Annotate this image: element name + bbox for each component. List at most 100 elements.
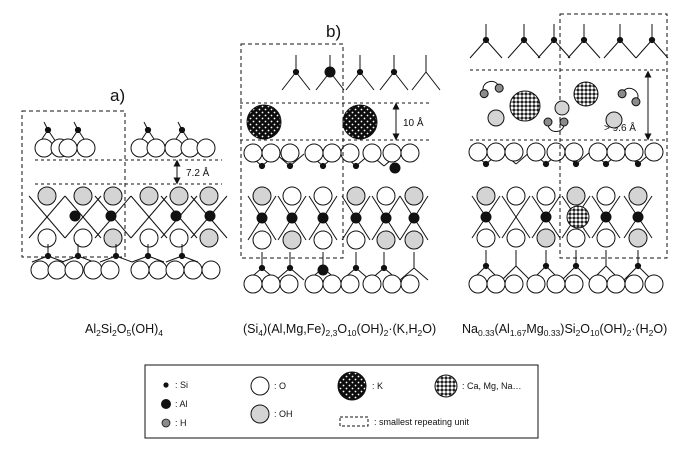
hydrogen-atom: [494, 83, 504, 93]
layer-separators: [35, 69, 668, 185]
illite-structure: [243, 55, 441, 294]
oxygen-atom: [506, 186, 526, 206]
oxygen-atom: [566, 228, 586, 248]
oxygen-atom: [322, 143, 342, 163]
water-molecule: [479, 80, 504, 99]
silicon-atom: [178, 126, 186, 134]
legend-box: [144, 364, 539, 439]
interlayer-cation: [509, 90, 541, 122]
oxygen-atom: [644, 142, 664, 162]
legend: : Si : Al : H : O : OH : K : Ca, Mg, Na……: [144, 364, 539, 439]
legend-al-symbol: [161, 399, 171, 409]
legend-h-symbol: [161, 418, 171, 428]
oxygen-atom: [376, 186, 396, 206]
silicon-atom: [520, 36, 528, 44]
oxygen-atom: [164, 138, 184, 158]
legend-k-label: : K: [372, 381, 383, 391]
oxygen-atom: [340, 274, 360, 294]
hydroxyl-group: [628, 186, 648, 206]
oxygen-atom: [382, 143, 402, 163]
silicon-atom: [482, 160, 490, 168]
silicon-atom: [178, 252, 186, 260]
oxygen-atom: [546, 274, 566, 294]
hydroxyl-group: [73, 186, 93, 206]
oxygen-atom: [588, 274, 608, 294]
aluminium-atom: [324, 66, 336, 78]
water-oxygen: [605, 111, 623, 129]
silicon-atom: [482, 262, 490, 270]
silicon-atom: [390, 68, 398, 76]
silicon-atom: [634, 160, 642, 168]
interlayer-cation: [573, 81, 599, 107]
formula-kaolinite: Al2Si2O5(OH)4: [85, 322, 163, 338]
oxygen-atom: [279, 274, 299, 294]
silicon-atom: [258, 264, 266, 272]
water-oxygen: [487, 109, 505, 127]
silicon-atom: [648, 36, 656, 44]
hydroxyl-group: [536, 228, 556, 248]
oxygen-atom: [83, 260, 103, 280]
hydroxyl-group: [103, 228, 123, 248]
oxygen-atom: [130, 260, 150, 280]
smectite-structure: [468, 24, 669, 294]
hydroxyl-group: [252, 186, 272, 206]
aluminium-atom: [170, 210, 182, 222]
oxygen-atom: [588, 142, 608, 162]
silicon-atom: [258, 162, 266, 170]
hydrogen-atom: [559, 117, 569, 127]
oxygen-atom: [64, 260, 84, 280]
hydroxyl-group: [199, 228, 219, 248]
repeating-unit-box-a: [21, 110, 126, 258]
oxygen-atom: [546, 142, 566, 162]
oxygen-atom: [76, 138, 96, 158]
silicon-atom: [352, 162, 360, 170]
legend-cation-symbol: [434, 374, 458, 398]
silicon-atom: [44, 126, 52, 134]
hydroxyl-group: [37, 186, 57, 206]
silicon-atom: [542, 160, 550, 168]
oxygen-atom: [243, 274, 263, 294]
aluminium-atom: [408, 212, 420, 224]
oxygen-atom: [526, 274, 546, 294]
silicon-atom: [112, 252, 120, 260]
oxygen-atom: [606, 274, 626, 294]
oxygen-atom: [30, 260, 50, 280]
oxygen-atom: [130, 138, 150, 158]
silicon-atom: [616, 36, 624, 44]
silicon-atom: [550, 36, 558, 44]
silicon-atom: [74, 252, 82, 260]
hydroxyl-group: [628, 228, 648, 248]
silicon-atom: [602, 160, 610, 168]
aluminium-atom: [389, 162, 401, 174]
silicon-atom: [572, 262, 580, 270]
oxygen-atom: [100, 260, 120, 280]
aluminium-atom: [600, 211, 612, 223]
silicon-atom: [380, 264, 388, 272]
oxygen-atom: [346, 230, 366, 250]
oxygen-atom: [243, 143, 263, 163]
oxygen-atom: [362, 143, 382, 163]
aluminium-atom: [632, 211, 644, 223]
repeating-unit-boxes: [21, 13, 668, 259]
legend-h-label: : H: [175, 418, 187, 428]
repeating-unit-box-b: [240, 43, 344, 259]
layer-structures: [28, 24, 669, 294]
aluminium-atom: [480, 211, 492, 223]
legend-cation-label: : Ca, Mg, Na…: [462, 381, 522, 391]
oxygen-atom: [58, 138, 78, 158]
hydroxyl-group: [476, 186, 496, 206]
silicon-atom: [542, 262, 550, 270]
hydroxyl-group: [169, 186, 189, 206]
aluminium-atom: [256, 212, 268, 224]
legend-unit-label: : smallest repeating unit: [374, 417, 470, 427]
panel-label-a: a): [110, 86, 125, 105]
oxygen-atom: [322, 274, 342, 294]
oxygen-atom: [180, 138, 200, 158]
formula-smectite: Na0.33(Al1.67Mg0.33)Si2O10(OH)2·(H2O): [462, 322, 668, 338]
legend-oh-label: : OH: [274, 409, 293, 419]
water-oxygen: [554, 100, 570, 116]
aluminium-atom: [317, 264, 329, 276]
oxygen-atom: [606, 142, 626, 162]
oxygen-atom: [564, 274, 584, 294]
